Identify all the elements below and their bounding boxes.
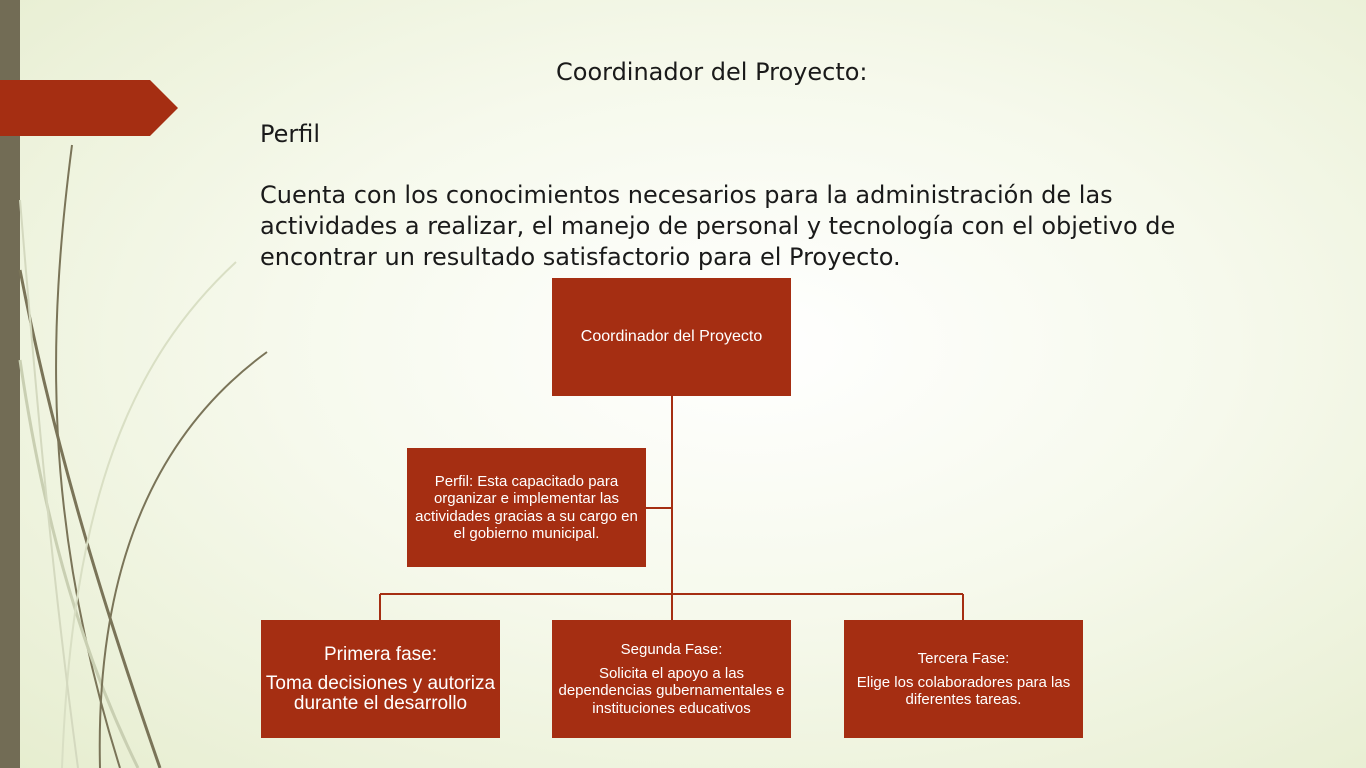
org-node-phase-3: Tercera Fase: Elige los colaboradores pa… [844, 620, 1083, 738]
org-node-phase-2: Segunda Fase: Solicita el apoyo a las de… [552, 620, 791, 738]
phase-2-body: Solicita el apoyo a las dependencias gub… [558, 664, 785, 717]
phase-2-heading: Segunda Fase: [620, 640, 723, 658]
phase-1-body: Toma decisiones y autoriza durante el de… [265, 672, 496, 714]
decorative-curves [18, 144, 268, 768]
left-accent-bar [0, 0, 20, 768]
org-node-coordinator: Coordinador del Proyecto [552, 278, 791, 396]
arrow-tab-decoration [0, 80, 178, 136]
slide-paragraph: Cuenta con los conocimientos necesarios … [260, 181, 1176, 271]
org-node-profile: Perfil: Esta capacitado para organizar e… [407, 448, 646, 567]
phase-1-heading: Primera fase: [324, 643, 437, 665]
org-node-phase-1: Primera fase: Toma decisiones y autoriza… [261, 620, 500, 738]
org-node-coordinator-label: Coordinador del Proyecto [580, 328, 763, 345]
slide-title: Coordinador del Proyecto: [556, 58, 868, 86]
phase-3-heading: Tercera Fase: [917, 649, 1010, 667]
phase-3-body: Elige los colaboradores para las diferen… [856, 673, 1071, 709]
org-node-profile-label: Perfil: Esta capacitado para organizar e… [415, 472, 638, 543]
slide-subtitle: Perfil [260, 120, 321, 148]
